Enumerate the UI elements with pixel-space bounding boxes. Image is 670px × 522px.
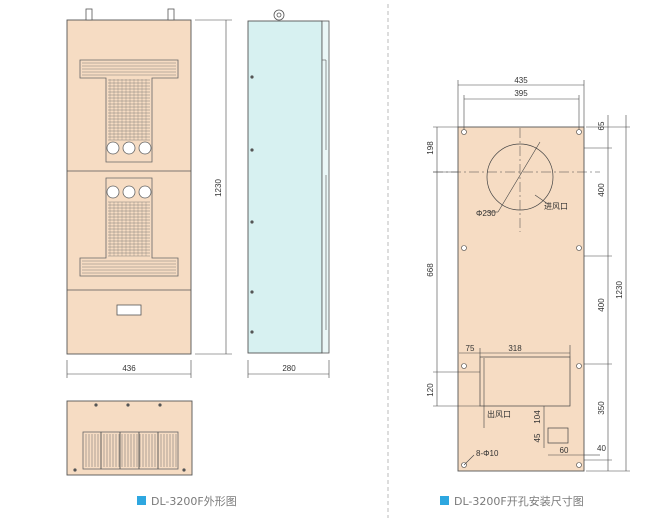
cutout-view: Φ230 进风口 出风口 75 318 104 45 60 — [426, 76, 630, 472]
lifting-lug-left — [85, 8, 93, 21]
inlet-label: 进风口 — [544, 202, 568, 211]
right-dim-400b: 400 — [597, 298, 606, 312]
fan-icon — [122, 141, 136, 155]
side-panel — [247, 20, 323, 354]
bottom-view — [66, 400, 193, 476]
bottom-hole-icon — [126, 403, 130, 407]
hole-icon — [461, 363, 467, 369]
stud-icon — [250, 330, 254, 334]
hole-icon — [461, 245, 467, 251]
grille-slats — [82, 62, 176, 274]
right-dim-350: 350 — [597, 401, 606, 415]
holes-leader — [463, 454, 475, 466]
right-dim-65: 65 — [597, 121, 606, 130]
small-cutout — [547, 427, 569, 444]
caption-left: DL-3200F外形图 — [151, 495, 237, 508]
fan-icon — [122, 185, 136, 199]
dim-104-label: 104 — [533, 410, 542, 424]
hole-icon — [576, 245, 582, 251]
front-view: 436 1230 — [66, 8, 232, 378]
lifting-lug-right — [167, 8, 175, 21]
upper-grille — [79, 59, 179, 163]
side-flange — [321, 20, 330, 354]
bottom-holes — [73, 403, 186, 472]
diameter-line — [497, 141, 541, 213]
holes-label: 8-Φ10 — [476, 449, 499, 458]
bottom-hole-icon — [158, 403, 162, 407]
lower-fans — [106, 185, 152, 199]
dim-45-label: 45 — [533, 433, 542, 442]
hole-icon — [576, 363, 582, 369]
upper-fans — [106, 141, 152, 155]
side-depth-label: 280 — [282, 364, 296, 373]
dim-60-label: 60 — [560, 446, 569, 455]
stud-icon — [250, 220, 254, 224]
fan-icon — [106, 185, 120, 199]
hole-icon — [576, 462, 582, 468]
hole-span-label: 395 — [514, 89, 528, 98]
caption-marker-left — [137, 496, 146, 505]
caption-right: DL-3200F开孔安装尺寸图 — [454, 494, 584, 508]
side-view: 280 — [247, 9, 330, 378]
fan-icon — [138, 141, 152, 155]
right-dim-40: 40 — [597, 444, 606, 453]
mounting-holes — [461, 129, 582, 468]
front-height-label: 1230 — [214, 179, 223, 197]
inlet-leader — [534, 194, 549, 205]
bottom-hole-icon — [182, 468, 186, 472]
caption-marker-right — [440, 496, 449, 505]
right-dim-400a: 400 — [597, 183, 606, 197]
bottom-hole-icon — [73, 468, 77, 472]
fan-icon — [106, 141, 120, 155]
lifting-eye-hole — [276, 12, 282, 18]
bottom-hole-icon — [94, 403, 98, 407]
cutout-panel — [457, 126, 585, 472]
stud-icon — [250, 148, 254, 152]
stud-icon — [250, 75, 254, 79]
outer-width-label: 435 — [514, 76, 528, 85]
hole-icon — [576, 129, 582, 135]
outlet-offset-label: 75 — [466, 344, 475, 353]
front-width-label: 436 — [122, 364, 136, 373]
outlet-width-label: 318 — [508, 344, 522, 353]
fan-icon — [138, 185, 152, 199]
hole-icon — [461, 129, 467, 135]
left-dim-198: 198 — [426, 141, 435, 155]
total-height-label: 1230 — [615, 281, 624, 299]
bottom-grille — [82, 431, 179, 470]
left-dim-668: 668 — [426, 263, 435, 277]
outlet-rect — [479, 356, 571, 407]
mounting-studs — [250, 75, 254, 334]
outlet-label: 出风口 — [487, 409, 511, 419]
inlet-diameter-label: Φ230 — [476, 209, 496, 218]
stud-icon — [250, 290, 254, 294]
left-dim-120: 120 — [426, 383, 435, 397]
name-plate — [116, 304, 142, 316]
lower-grille — [79, 177, 179, 277]
bottom-grille-slats — [85, 432, 177, 469]
